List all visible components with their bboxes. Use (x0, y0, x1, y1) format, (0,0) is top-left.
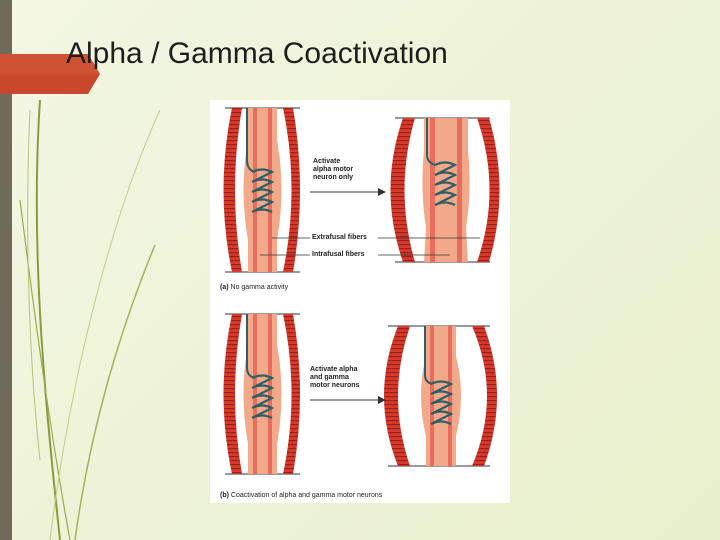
panel-b-caption: (b) Coactivation of alpha and gamma moto… (220, 492, 382, 499)
spindle-diagram-art (223, 107, 500, 475)
panel-a-letter: (a) (220, 284, 229, 291)
slide-title: Alpha / Gamma Coactivation (66, 37, 448, 70)
panel-a-arrow-label: Activate alpha motor neuron only (313, 158, 354, 181)
panel-b-caption-text: Coactivation of alpha and gamma motor ne… (230, 492, 383, 499)
panel-a-contracted-muscle (390, 117, 500, 263)
panel-a-caption-text: No gamma activity (230, 284, 289, 291)
intrafusal-fibers-label: Intrafusal fibers (312, 251, 365, 258)
panel-b-relaxed-muscle (223, 313, 300, 475)
panel-b-contracted-muscle (384, 325, 497, 467)
panel-a-relaxed-muscle (223, 107, 300, 273)
left-accent-strip (0, 0, 12, 540)
panel-a-caption: (a) No gamma activity (220, 284, 288, 291)
panel-b-letter: (b) (220, 492, 229, 499)
extrafusal-fibers-label: Extrafusal fibers (312, 234, 367, 241)
decorative-swoosh-lines (19, 99, 161, 540)
panel-b-arrow-label: Activate alpha and gamma motor neurons (310, 366, 360, 389)
muscle-spindle-figure: Activate alpha motor neuron only Extrafu… (210, 100, 510, 503)
title-accent-tab (0, 54, 100, 94)
